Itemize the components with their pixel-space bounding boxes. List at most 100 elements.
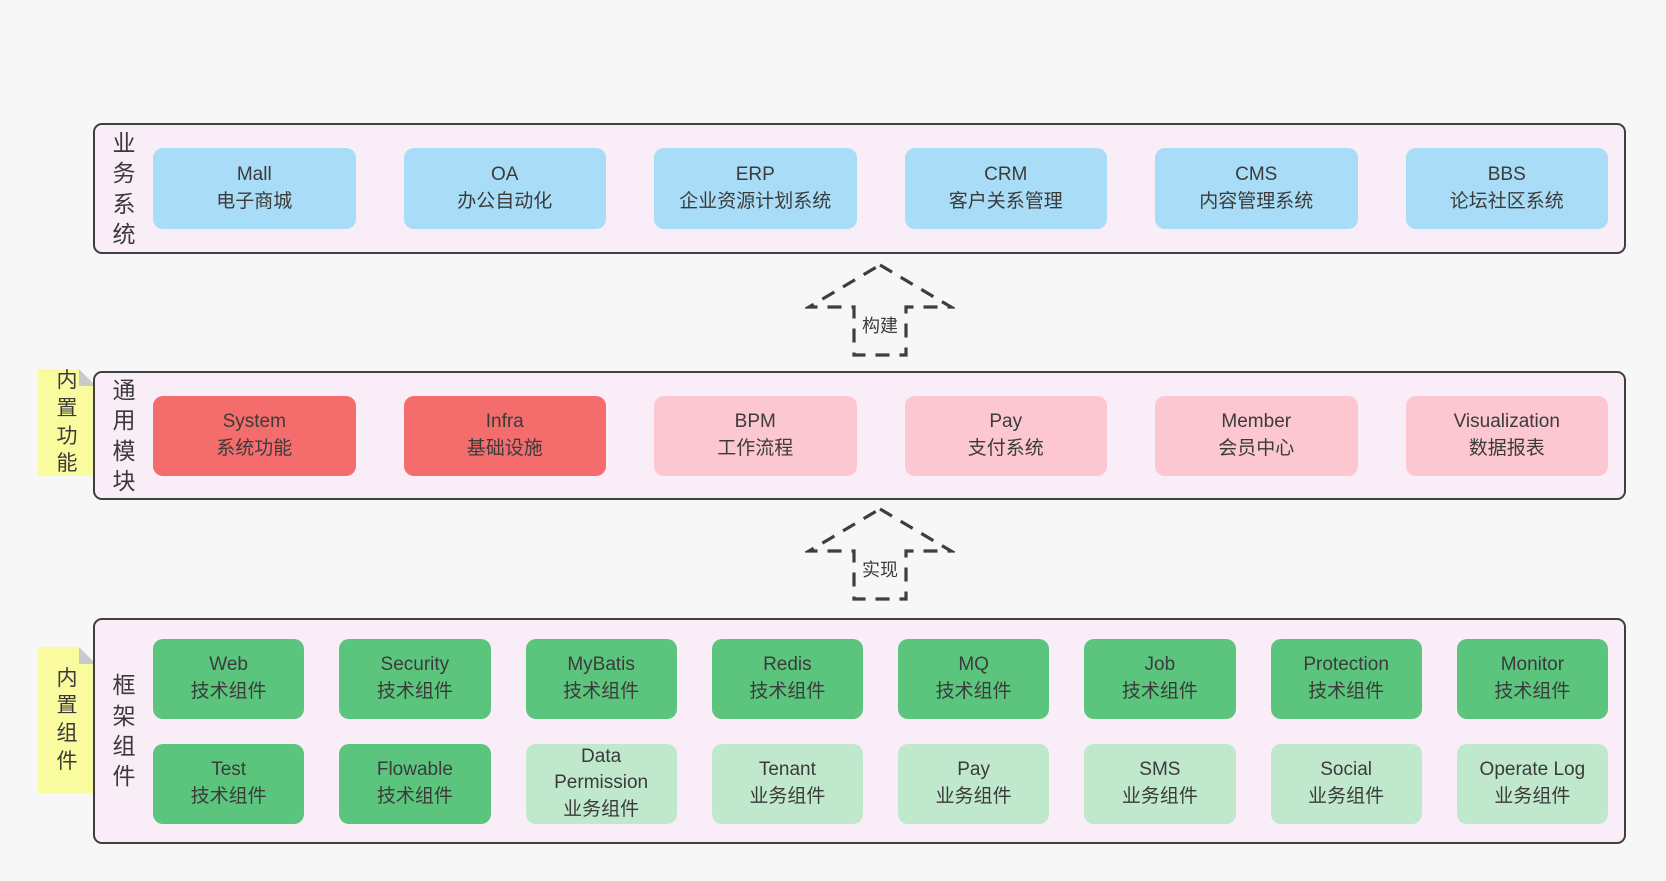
box-subtitle: 办公自动化 (457, 190, 553, 212)
box-security: Security 技术组件 (339, 638, 491, 719)
box-subtitle: 电子商城 (216, 190, 293, 212)
box-title: MQ (958, 654, 989, 676)
box-mybatis: MyBatis 技术组件 (525, 638, 677, 719)
box-oa: OA 办公自动化 (403, 148, 606, 229)
box-subtitle: 工作流程 (717, 437, 794, 459)
box-subtitle: 技术组件 (376, 785, 453, 807)
panel-business-systems: 业务系统 Mall 电子商城 OA 办公自动化 ERP 企业资源计划系统 CRM 客户关系管理… (93, 123, 1626, 254)
box-title: Pay (957, 759, 990, 781)
box-test: Test 技术组件 (153, 743, 305, 824)
business-boxes-area: Mall 电子商城 OA 办公自动化 ERP 企业资源计划系统 CRM 客户关系管理 CMS 内容… (153, 125, 1624, 252)
panel-label-wrap: 通用模块 (95, 373, 153, 498)
box-title: Visualization (1453, 411, 1560, 433)
box-title: BPM (734, 411, 776, 433)
box-subtitle: 技术组件 (935, 680, 1012, 702)
box-subtitle: 业务组件 (1121, 785, 1198, 807)
box-title: OA (491, 164, 519, 186)
box-visualization: Visualization 数据报表 (1405, 395, 1608, 476)
box-redis: Redis 技术组件 (711, 638, 863, 719)
box-subtitle: 客户关系管理 (948, 190, 1063, 212)
box-title: Test (211, 759, 247, 781)
box-title: SMS (1139, 759, 1181, 781)
box-title: Data Permission (554, 746, 649, 794)
arrow-label-build: 构建 (858, 311, 902, 339)
box-subtitle: 数据报表 (1468, 437, 1545, 459)
box-title: System (222, 411, 286, 433)
box-title: Tenant (758, 759, 816, 781)
box-web: Web 技术组件 (153, 638, 305, 719)
sticky-note-builtin-components: 内置组件 (38, 647, 96, 793)
box-crm: CRM 客户关系管理 (904, 148, 1107, 229)
box-bpm: BPM 工作流程 (654, 395, 857, 476)
arrow-label-implement: 实现 (858, 555, 902, 583)
box-title: CMS (1235, 164, 1278, 186)
box-title: Mall (236, 164, 272, 186)
panel-components-label: 框架组件 (112, 672, 136, 790)
box-cms: CMS 内容管理系统 (1155, 148, 1358, 229)
box-subtitle: 业务组件 (935, 785, 1012, 807)
up-arrow-outline (805, 263, 955, 357)
box-monitor: Monitor 技术组件 (1456, 638, 1608, 719)
box-subtitle: 技术组件 (749, 680, 826, 702)
box-title: Pay (989, 411, 1023, 433)
box-data-permission: Data Permission 业务组件 (525, 743, 677, 824)
box-subtitle: 基础设施 (466, 437, 543, 459)
box-subtitle: 技术组件 (190, 785, 267, 807)
panel-business-label: 业务系统 (112, 129, 136, 247)
box-title: Job (1144, 654, 1176, 676)
box-subtitle: 论坛社区系统 (1449, 190, 1564, 212)
box-title: Monitor (1500, 654, 1565, 676)
box-title: Protection (1303, 654, 1389, 676)
box-title: Security (380, 654, 450, 676)
sticky-note-builtin-features: 内置功能 (38, 369, 96, 476)
box-row: Mall 电子商城 OA 办公自动化 ERP 企业资源计划系统 CRM 客户关系管理 CMS 内容… (153, 148, 1608, 229)
box-subtitle: 技术组件 (1121, 680, 1198, 702)
panel-label-wrap: 框架组件 (95, 620, 153, 842)
box-subtitle: 技术组件 (190, 680, 267, 702)
box-protection: Protection 技术组件 (1270, 638, 1422, 719)
box-subtitle: 技术组件 (563, 680, 640, 702)
box-subtitle: 技术组件 (1494, 680, 1571, 702)
box-title: CRM (984, 164, 1028, 186)
box-subtitle: 业务组件 (1308, 785, 1385, 807)
box-subtitle: 系统功能 (216, 437, 293, 459)
box-tenant: Tenant 业务组件 (711, 743, 863, 824)
box-subtitle: 技术组件 (1308, 680, 1385, 702)
box-sms: SMS 业务组件 (1084, 743, 1236, 824)
box-subtitle: 业务组件 (563, 798, 640, 820)
box-title: BBS (1487, 164, 1526, 186)
box-title: Social (1320, 759, 1372, 781)
box-bbs: BBS 论坛社区系统 (1405, 148, 1608, 229)
box-title: MyBatis (567, 654, 635, 676)
dashed-up-arrow-build (805, 263, 955, 357)
box-mq: MQ 技术组件 (898, 638, 1050, 719)
box-erp: ERP 企业资源计划系统 (654, 148, 857, 229)
box-mall: Mall 电子商城 (153, 148, 356, 229)
box-pay: Pay 业务组件 (898, 743, 1050, 824)
box-title: ERP (735, 164, 775, 186)
box-subtitle: 企业资源计划系统 (679, 190, 832, 212)
box-subtitle: 内容管理系统 (1199, 190, 1314, 212)
box-title: Member (1221, 411, 1292, 433)
box-subtitle: 会员中心 (1218, 437, 1295, 459)
box-social: Social 业务组件 (1270, 743, 1422, 824)
note-builtin-components-label: 内置组件 (56, 666, 78, 773)
box-subtitle: 技术组件 (376, 680, 453, 702)
panel-label-wrap: 业务系统 (95, 125, 153, 252)
box-title: Redis (763, 654, 812, 676)
box-subtitle: 业务组件 (749, 785, 826, 807)
box-member: Member 会员中心 (1155, 395, 1358, 476)
box-title: Web (209, 654, 248, 676)
up-arrow-outline (805, 507, 955, 601)
box-system: System 系统功能 (153, 395, 356, 476)
